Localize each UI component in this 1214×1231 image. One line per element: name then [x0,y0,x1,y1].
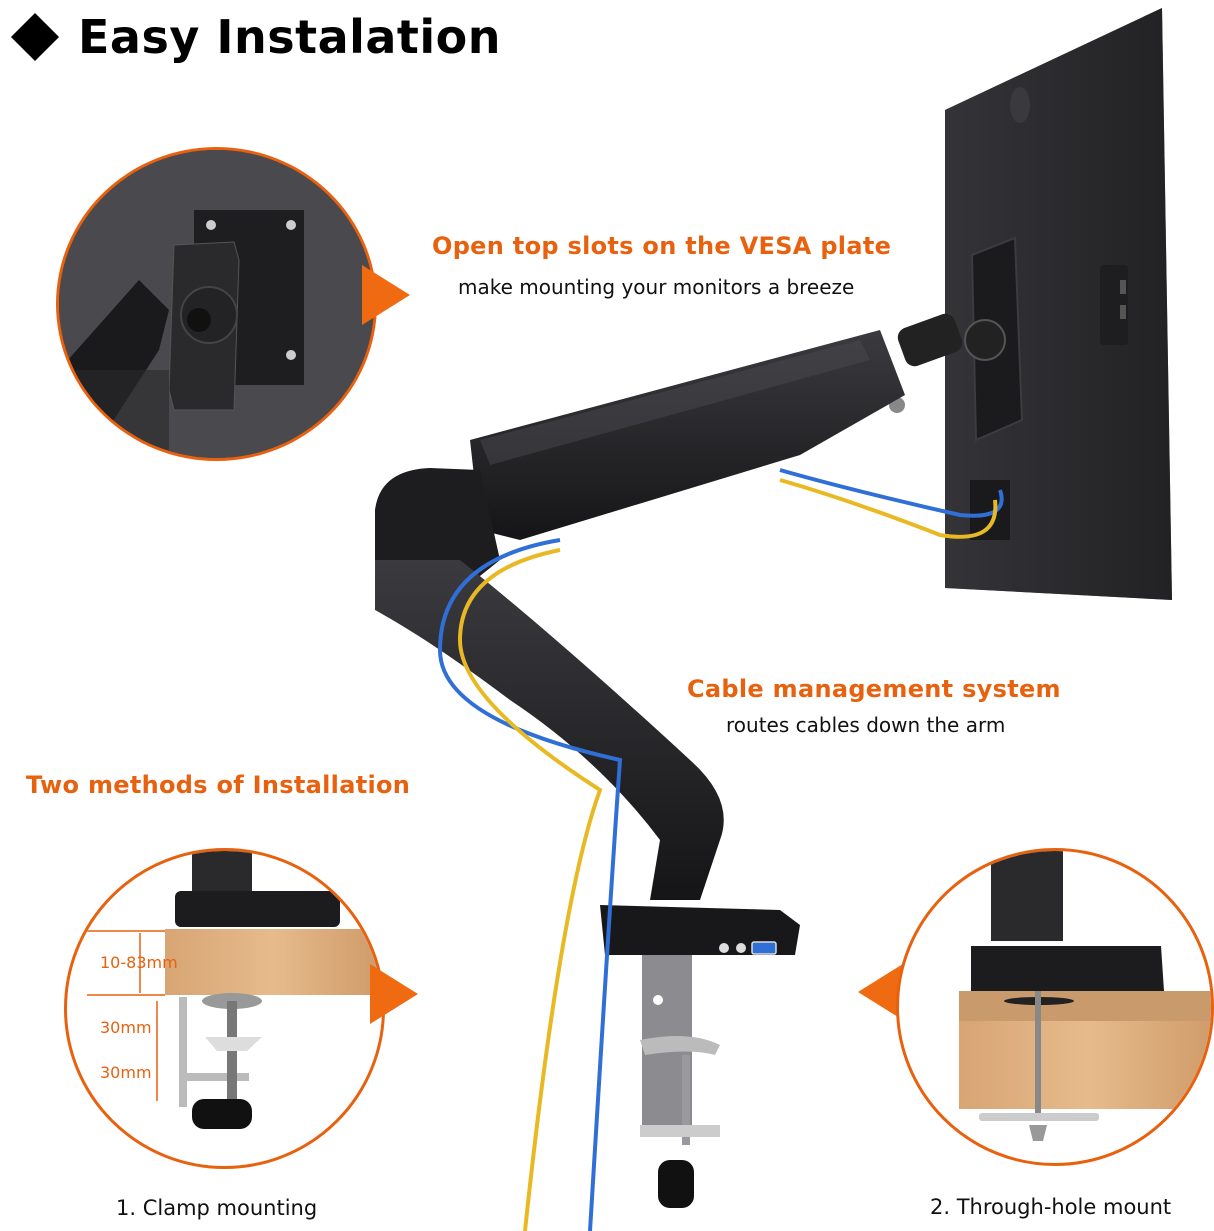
pointer-arrow-right-clamp [370,964,418,1024]
page-title: Easy Instalation [78,10,502,64]
cable-headline: Cable management system [687,675,1061,703]
clamp-closeup-circle [64,848,385,1169]
through-hole-closeup-circle [896,848,1214,1166]
clamp-caption: 1. Clamp mounting [116,1196,318,1220]
upper-arm [470,330,905,540]
title-row: Easy Instalation [6,10,502,64]
yellow-cable [457,478,998,1231]
lower-arm [375,560,724,900]
clamp-gap-label-2: 30mm [100,1063,152,1082]
vesa-subtext: make mounting your monitors a breeze [458,275,855,299]
through-hole-illustration [959,851,1211,1141]
through-hole-caption: 2. Through-hole mount [930,1195,1172,1219]
clamp-gap-label-1: 30mm [100,1018,152,1037]
clamp-closeup-illustration [87,851,382,1129]
monitor-back [945,8,1172,600]
desk-thickness-label: 10-83mm [100,953,178,972]
vesa-headline: Open top slots on the VESA plate [432,232,892,260]
cable-subtext: routes cables down the arm [726,713,1006,737]
blue-cable [437,468,1004,1231]
methods-headline: Two methods of Installation [26,771,411,799]
vesa-closeup-circle [56,147,377,461]
pointer-arrow-right [362,265,410,325]
vesa-closeup-illustration [59,150,374,458]
